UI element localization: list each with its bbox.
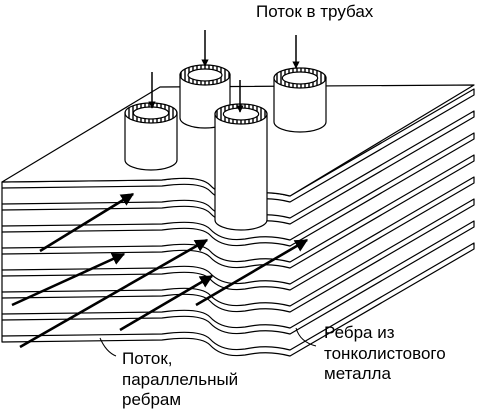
flow-arrow-4 bbox=[119, 274, 214, 332]
fins-leader bbox=[295, 327, 317, 347]
tube-flow-label: Поток в трубах bbox=[256, 2, 374, 21]
parallel-flow-label-line-2: параллельный bbox=[122, 369, 239, 389]
fins-label-line-2: тонколистового bbox=[324, 343, 446, 363]
tube-front-center bbox=[214, 103, 268, 231]
tube-flow-arrows bbox=[148, 30, 300, 113]
flow-arrow-1 bbox=[39, 192, 135, 253]
fins-label-line-1: Ребра из bbox=[324, 323, 395, 342]
parallel-flow-label-line-3: ребрам bbox=[122, 390, 182, 410]
parallel-flow-label-line-1: Поток, bbox=[122, 349, 173, 368]
tubes bbox=[124, 64, 327, 231]
leader-lines bbox=[99, 327, 317, 357]
fin-plate bbox=[1, 154, 475, 269]
fins-label: Ребра из тонколистового металла bbox=[324, 323, 446, 385]
fin-plate bbox=[1, 242, 475, 357]
tube-back-right bbox=[273, 67, 327, 133]
fin-plate bbox=[1, 110, 475, 225]
flow-arrow-5 bbox=[195, 238, 309, 307]
fin-plate bbox=[1, 132, 475, 247]
fin-plate bbox=[1, 198, 475, 313]
fins-label-line-3: металла bbox=[324, 364, 391, 384]
flow-arrow-3 bbox=[19, 238, 209, 349]
tube-front-left bbox=[124, 102, 178, 171]
flow-arrow-2 bbox=[11, 252, 126, 307]
fin-plate bbox=[1, 220, 475, 335]
flow-leader bbox=[99, 337, 117, 357]
parallel-flow-label: Поток, параллельный ребрам bbox=[122, 349, 238, 411]
parallel-flow-arrows bbox=[11, 192, 309, 349]
